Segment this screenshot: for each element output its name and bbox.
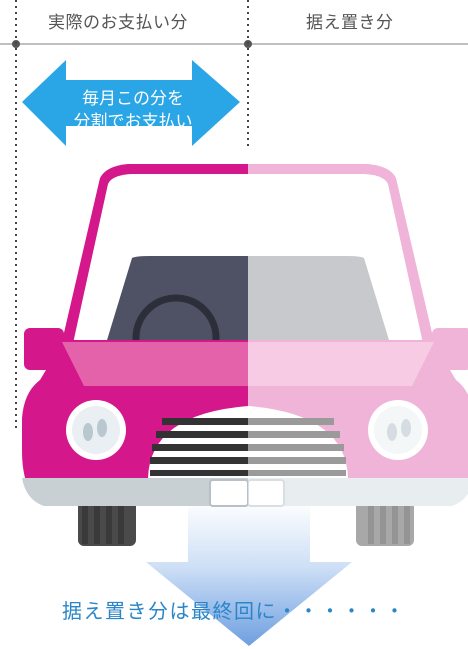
actual-payment-label: 実際のお支払い分 — [48, 8, 188, 33]
car-left-half — [22, 164, 248, 546]
arrow-text-line1: 毎月この分を — [40, 88, 226, 111]
down-arrow-icon — [146, 500, 352, 646]
deferred-amount-label: 据え置き分 — [306, 8, 394, 33]
final-payment-caption: 据え置き分は最終回に・・・・・・ — [0, 595, 468, 624]
car-right-half — [248, 164, 468, 546]
arrow-text-line2: 分割でお支払い — [40, 111, 226, 134]
